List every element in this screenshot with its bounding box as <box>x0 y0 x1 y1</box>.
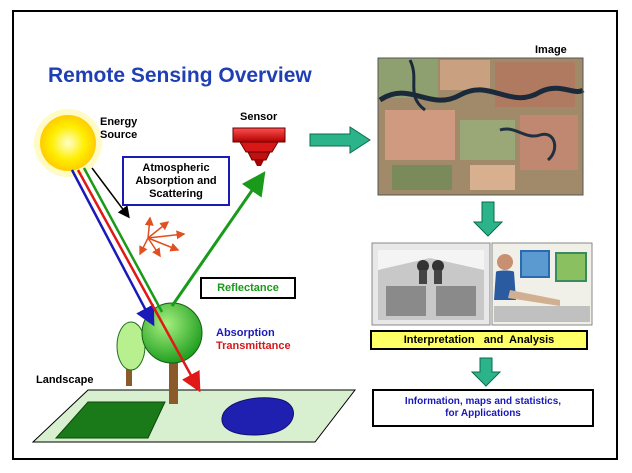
flow-arrow-down-1 <box>472 201 504 237</box>
field-shape <box>54 401 166 439</box>
landscape-label: Landscape <box>36 374 94 386</box>
information-box: Information, maps and statistics, for Ap… <box>372 389 594 427</box>
tree-icon <box>141 302 203 404</box>
analysis-photo <box>491 242 593 326</box>
atmospheric-box: Atmospheric Absorption and Scattering <box>122 156 230 206</box>
reflectance-box: Reflectance <box>200 277 296 299</box>
atmosphere-ray <box>91 167 130 219</box>
absorption-label: Absorption <box>216 327 275 339</box>
flow-arrow-down-2 <box>470 357 502 387</box>
reflectance-arrow <box>170 171 266 307</box>
blue-ray <box>70 169 155 327</box>
image-label: Image <box>535 44 567 56</box>
analysis-photo <box>371 242 491 326</box>
flow-arrow-right <box>309 126 371 154</box>
sensor-icon <box>232 127 286 166</box>
page-title: Remote Sensing Overview <box>48 64 312 87</box>
sensor-label: Sensor <box>240 111 278 123</box>
green-ray <box>82 167 164 313</box>
red-ray <box>76 169 201 393</box>
interpretation-box: Interpretation and Analysis <box>370 330 588 350</box>
transmittance-label: Transmittance <box>216 340 291 352</box>
scattering-icon <box>139 216 186 258</box>
satellite-image <box>377 57 585 196</box>
sun-icon <box>34 109 102 177</box>
energy-source-label: Energy Source <box>100 116 138 141</box>
tree-icon <box>116 321 146 386</box>
lake-shape <box>221 397 294 436</box>
